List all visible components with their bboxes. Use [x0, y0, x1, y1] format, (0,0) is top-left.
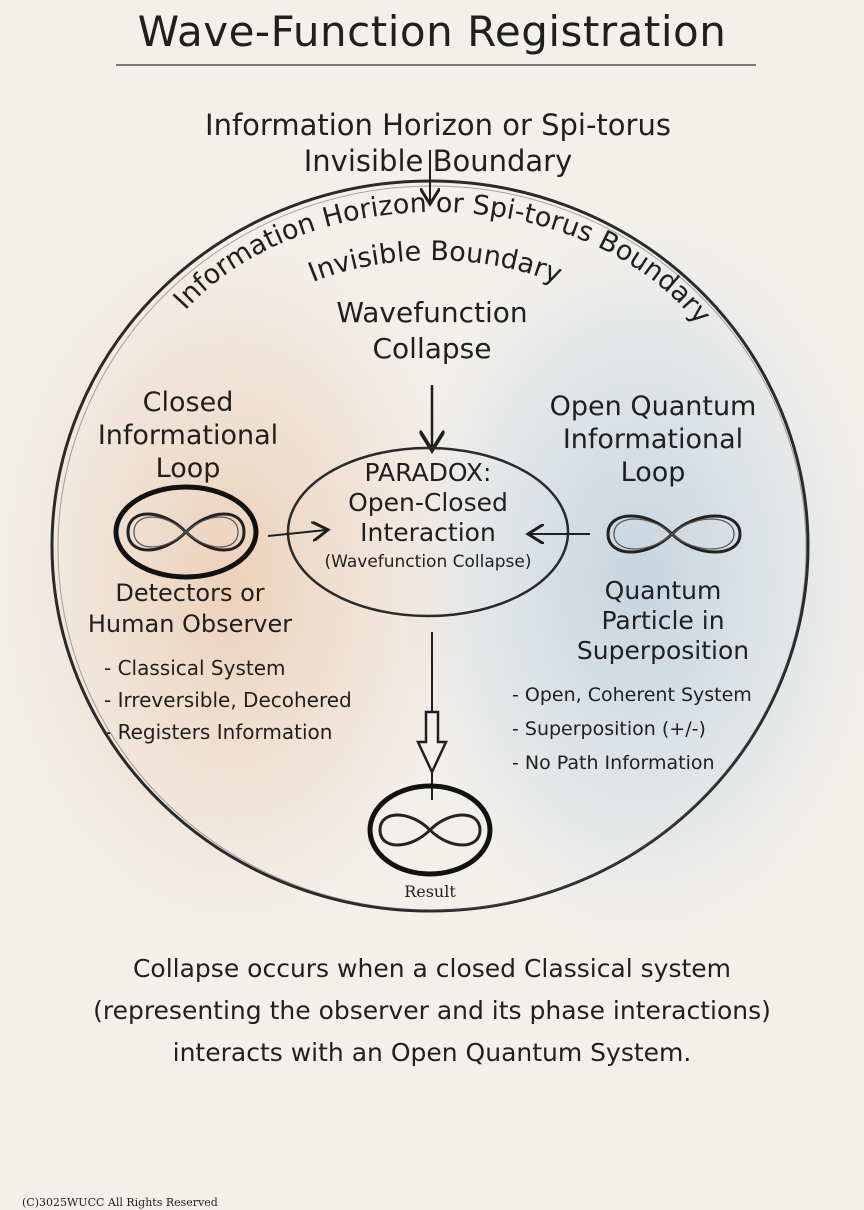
right-caption: Quantum Particle in Superposition: [576, 576, 750, 665]
result-hollow-arrow: [416, 710, 448, 775]
title-underline: [116, 64, 756, 66]
copyright-notice: (C)3025WUCC All Rights Reserved: [22, 1196, 218, 1209]
result-label: Result: [404, 882, 456, 901]
left-bullets: - Classical System - Irreversible, Decoh…: [104, 652, 352, 748]
list-item: - No Path Information: [512, 752, 715, 774]
paradox-title: PARADOX:: [364, 458, 492, 487]
bottom-text: Collapse occurs when a closed Classical …: [93, 954, 771, 1067]
page-title: Wave-Function Registration: [137, 7, 727, 56]
left-heading: Closed Informational Loop: [97, 387, 279, 484]
result-ring: [367, 783, 493, 877]
left-caption: Detectors or Human Observer: [87, 579, 293, 638]
list-item: - Open, Coherent System: [512, 684, 752, 706]
list-item: - Irreversible, Decohered: [104, 688, 352, 712]
closed-loop-ring: [113, 484, 259, 580]
list-item: - Superposition (+/-): [512, 718, 706, 740]
collapse-label: Wavefunction Collapse: [336, 296, 528, 365]
left-tint: [0, 220, 470, 940]
list-item: - Registers Information: [104, 720, 333, 744]
top-label-line1: Information Horizon or Spi-torus: [205, 108, 671, 142]
right-tint: [400, 220, 864, 940]
left-to-center-arrow: [267, 530, 326, 536]
right-bullets: - Open, Coherent System - Superposition …: [512, 678, 752, 780]
paradox-text: PARADOX: Open-Closed Interaction (Wavefu…: [288, 458, 568, 576]
list-item: - Classical System: [104, 656, 286, 680]
right-heading: Open Quantum Informational Loop: [549, 391, 757, 488]
result-infinity-icon: [378, 813, 482, 847]
paradox-ellipse: [286, 446, 570, 618]
top-label-line2: Invisible Boundary: [303, 144, 573, 178]
outer-boundary-sketch: [57, 185, 807, 911]
